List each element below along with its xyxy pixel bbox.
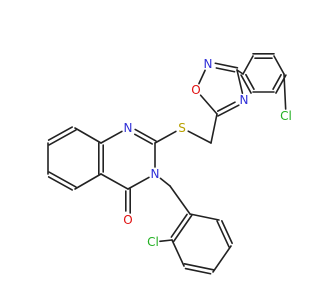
single-bond bbox=[236, 69, 244, 94]
chlorine-atom-label: Cl bbox=[280, 109, 292, 123]
oxygen-atom-label: O bbox=[123, 213, 132, 227]
double-bond bbox=[217, 104, 240, 117]
sulfur-atom-label: S bbox=[178, 121, 186, 135]
single-bond bbox=[74, 173, 102, 190]
single-bond bbox=[127, 176, 150, 190]
single-bond bbox=[159, 239, 173, 243]
single-bond bbox=[198, 69, 206, 85]
double-bond bbox=[133, 133, 153, 145]
bond-layer bbox=[47, 52, 287, 275]
single-bond bbox=[273, 55, 285, 75]
single-bond bbox=[74, 127, 102, 144]
double-bond bbox=[272, 73, 282, 90]
single-bond bbox=[242, 55, 254, 75]
nitrogen-atom-label: N bbox=[240, 93, 249, 107]
double-bond bbox=[221, 220, 233, 245]
nitrogen-atom-label: N bbox=[151, 167, 160, 181]
double-bond bbox=[214, 62, 239, 69]
single-bond bbox=[283, 73, 287, 110]
nitrogen-atom-label: N bbox=[204, 57, 213, 71]
single-bond bbox=[171, 239, 185, 267]
double-bond bbox=[134, 128, 157, 142]
single-bond bbox=[236, 69, 244, 75]
single-bond bbox=[199, 94, 218, 115]
single-bond bbox=[100, 173, 129, 190]
nitrogen-atom-label: N bbox=[124, 121, 133, 135]
single-bond bbox=[169, 185, 191, 215]
single-bond bbox=[100, 130, 123, 144]
double-bond bbox=[170, 213, 188, 238]
single-bond bbox=[159, 177, 171, 187]
single-bond bbox=[154, 130, 177, 144]
double-bond bbox=[183, 263, 215, 271]
single-bond bbox=[210, 113, 218, 144]
double-bond bbox=[47, 176, 73, 191]
double-bond bbox=[184, 267, 212, 275]
double-bond bbox=[173, 214, 193, 243]
double-bond bbox=[245, 73, 255, 90]
single-bond bbox=[187, 130, 212, 144]
double-bond bbox=[216, 101, 236, 112]
double-bond bbox=[48, 129, 77, 146]
double-bond bbox=[47, 126, 73, 141]
oxygen-atom-label: O bbox=[191, 83, 200, 97]
double-bond bbox=[215, 67, 236, 73]
single-bond bbox=[189, 213, 220, 221]
double-bond bbox=[216, 220, 230, 248]
chlorine-atom-label: Cl bbox=[147, 235, 159, 249]
double-bond bbox=[48, 171, 77, 188]
double-bond bbox=[240, 74, 252, 94]
single-bond bbox=[212, 245, 232, 273]
